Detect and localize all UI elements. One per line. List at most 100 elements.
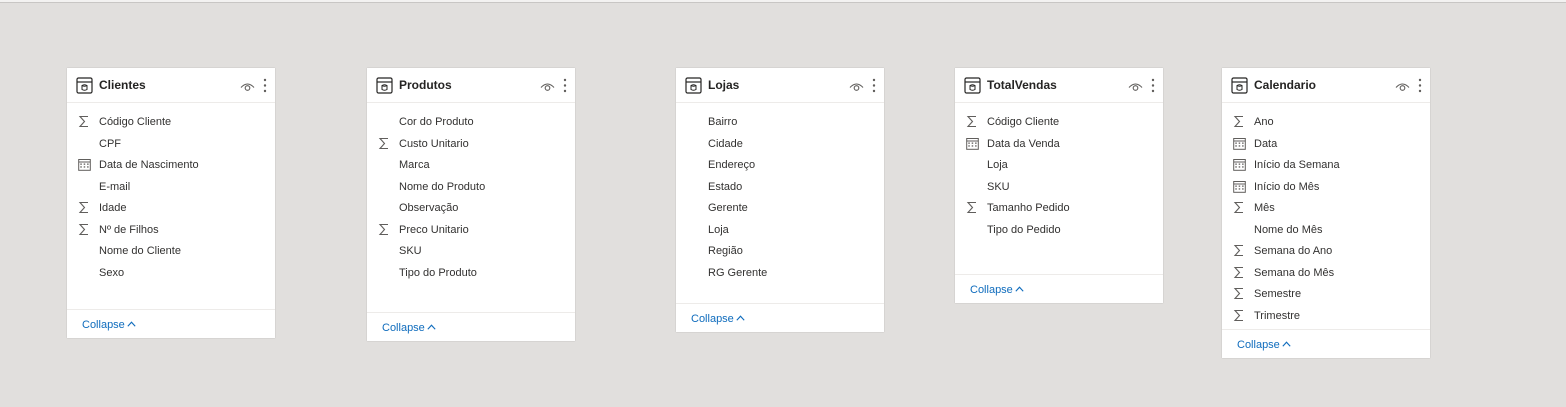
table-card-header[interactable]: Lojas	[676, 68, 884, 103]
field-item[interactable]: Semestre	[1222, 284, 1430, 306]
field-item[interactable]: Preco Unitario	[367, 220, 575, 242]
collapse-label: Collapse	[691, 313, 734, 325]
field-item[interactable]: Nome do Produto	[367, 177, 575, 199]
field-item[interactable]: Loja	[955, 155, 1163, 177]
field-item[interactable]: SKU	[955, 177, 1163, 199]
field-name: Data da Venda	[987, 137, 1060, 150]
field-item[interactable]: Tamanho Pedido	[955, 198, 1163, 220]
field-item[interactable]: Custo Unitario	[367, 134, 575, 156]
more-options-icon[interactable]	[563, 78, 567, 93]
sigma-icon	[966, 115, 978, 128]
field-name: Semana do Mês	[1254, 266, 1335, 279]
field-item[interactable]: Início do Mês	[1222, 177, 1430, 199]
field-item[interactable]: RG Gerente	[676, 263, 884, 285]
field-name: SKU	[987, 180, 1010, 193]
field-item[interactable]: Tipo do Produto	[367, 263, 575, 285]
collapse-button[interactable]: Collapse	[970, 283, 1024, 296]
field-item[interactable]: Data de Nascimento	[67, 155, 275, 177]
field-name: Preco Unitario	[399, 223, 469, 236]
collapse-button[interactable]: Collapse	[1237, 338, 1291, 351]
field-item[interactable]: Marca	[367, 155, 575, 177]
field-item[interactable]: SKU	[367, 241, 575, 263]
field-name: Tipo do Pedido	[987, 223, 1061, 236]
eye-icon[interactable]	[240, 80, 255, 91]
table-title: Calendario	[1254, 78, 1317, 92]
sigma-icon	[1233, 266, 1245, 279]
chevron-up-icon	[1282, 338, 1291, 347]
table-title: Clientes	[99, 78, 146, 92]
field-item[interactable]: Data da Venda	[955, 134, 1163, 156]
more-options-icon[interactable]	[1418, 78, 1422, 93]
table-title: Produtos	[399, 78, 452, 92]
field-name: Trimestre	[1254, 309, 1301, 322]
field-item[interactable]: Loja	[676, 220, 884, 242]
eye-icon[interactable]	[540, 80, 555, 91]
field-item[interactable]: Tipo do Pedido	[955, 220, 1163, 242]
field-item[interactable]: Região	[676, 241, 884, 263]
table-card-header[interactable]: Clientes	[67, 68, 275, 103]
table-card-header[interactable]: Produtos	[367, 68, 575, 103]
collapse-button[interactable]: Collapse	[382, 321, 436, 334]
field-name: Gerente	[708, 202, 748, 214]
more-options-icon[interactable]	[263, 78, 267, 93]
more-options-icon[interactable]	[1151, 78, 1155, 93]
field-item[interactable]: Idade	[67, 198, 275, 220]
field-item[interactable]: Semana do Mês	[1222, 263, 1430, 285]
field-name: Nome do Produto	[399, 180, 486, 193]
eye-icon[interactable]	[1128, 80, 1143, 91]
field-name: Estado	[708, 180, 743, 193]
field-name: Bairro	[708, 116, 738, 128]
field-item[interactable]: Mês	[1222, 198, 1430, 220]
field-item[interactable]: Ano	[1222, 112, 1430, 134]
collapse-button[interactable]: Collapse	[82, 318, 136, 331]
table-icon	[76, 77, 93, 94]
table-card-header[interactable]: TotalVendas	[955, 68, 1163, 103]
field-item[interactable]: Semana do Ano	[1222, 241, 1430, 263]
field-name: Semestre	[1254, 288, 1302, 300]
sigma-icon	[78, 201, 90, 214]
field-item[interactable]: Trimestre	[1222, 306, 1430, 328]
field-name: RG Gerente	[708, 266, 768, 279]
field-item[interactable]: Gerente	[676, 198, 884, 220]
field-name: CPF	[99, 137, 121, 150]
field-item[interactable]: Nome do Mês	[1222, 220, 1430, 242]
field-item[interactable]: Nº de Filhos	[67, 220, 275, 242]
field-name: Cidade	[708, 137, 743, 150]
field-name: SKU	[399, 245, 422, 257]
field-name: Nome do Cliente	[99, 245, 181, 257]
eye-icon[interactable]	[849, 80, 864, 91]
sigma-icon	[378, 223, 390, 236]
field-item[interactable]: Início da Semana	[1222, 155, 1430, 177]
field-item[interactable]: Cor do Produto	[367, 112, 575, 134]
eye-icon[interactable]	[1395, 80, 1410, 91]
field-item[interactable]: CPF	[67, 134, 275, 156]
field-item[interactable]: Código Cliente	[955, 112, 1163, 134]
field-item[interactable]: Cidade	[676, 134, 884, 156]
field-item[interactable]: Código Cliente	[67, 112, 275, 134]
field-item[interactable]: Estado	[676, 177, 884, 199]
field-item[interactable]: Data	[1222, 134, 1430, 156]
field-item[interactable]: Endereço	[676, 155, 884, 177]
field-item[interactable]: Observação	[367, 198, 575, 220]
field-item[interactable]: Sexo	[67, 263, 275, 285]
field-name: Loja	[708, 223, 729, 236]
field-item[interactable]: E-mail	[67, 177, 275, 199]
collapse-label: Collapse	[82, 319, 125, 331]
sigma-icon	[1233, 115, 1245, 128]
collapse-button[interactable]: Collapse	[691, 312, 745, 325]
field-name: Marca	[399, 159, 430, 171]
field-name: Endereço	[708, 159, 756, 171]
field-item[interactable]: Nome do Cliente	[67, 241, 275, 263]
table-card-header[interactable]: Calendario	[1222, 68, 1430, 103]
more-options-icon[interactable]	[872, 78, 876, 93]
collapse-label: Collapse	[382, 322, 425, 334]
field-item[interactable]: Bairro	[676, 112, 884, 134]
sigma-icon	[966, 201, 978, 214]
